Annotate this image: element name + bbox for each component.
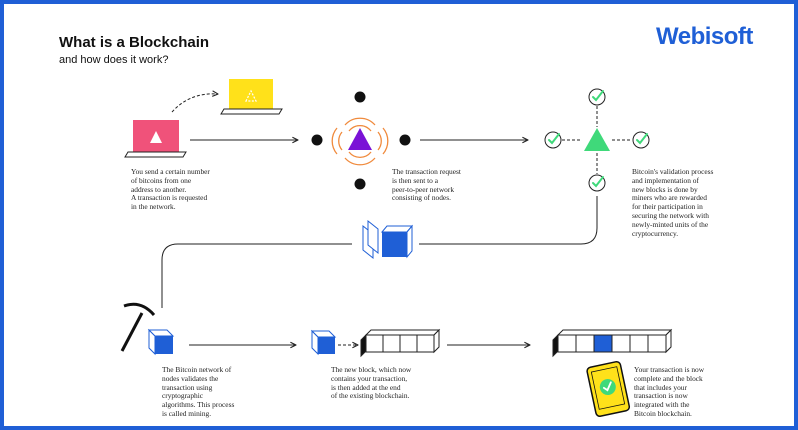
phone-icon <box>586 360 631 417</box>
laptop-icon <box>220 79 283 115</box>
validated-triangle-icon <box>584 128 610 151</box>
block-icon <box>362 219 414 260</box>
cube-icon <box>310 329 337 356</box>
page-subtitle: and how does it work? <box>59 54 169 66</box>
pickaxe-icon <box>120 302 156 352</box>
page-title: What is a Blockchain <box>59 34 210 51</box>
node-triangle-icon <box>348 128 372 150</box>
node-network <box>311 91 411 190</box>
laptop-icon <box>124 120 187 158</box>
flow-connector <box>161 243 352 308</box>
blockchain-icon <box>552 328 673 358</box>
flow-connector <box>419 196 598 245</box>
validation-network <box>544 88 650 192</box>
cube-icon <box>147 328 175 356</box>
transfer-dashed-arrow <box>171 94 218 113</box>
brand-logo: Webisoft <box>656 23 753 50</box>
blockchain-icon <box>360 328 441 358</box>
